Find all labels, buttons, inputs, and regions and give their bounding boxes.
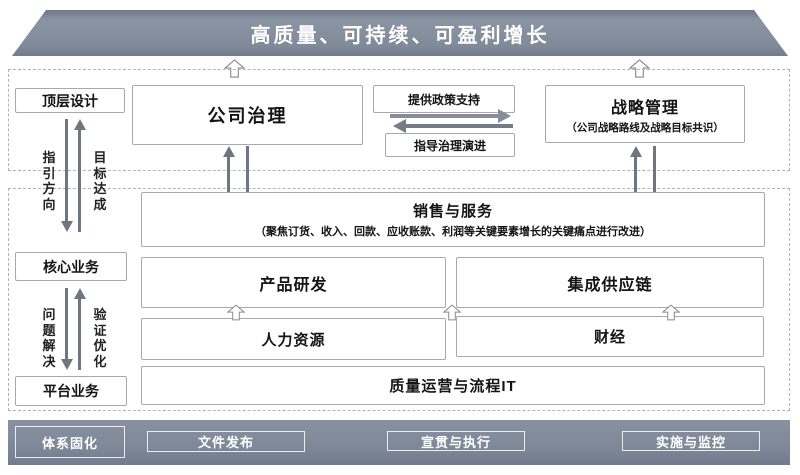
system-consolidation-box: 体系固化	[15, 426, 125, 458]
strategy-sales-up-arrow	[634, 156, 637, 202]
platform-business-label: 平台业务	[43, 383, 99, 399]
sales-service-box: 销售与服务 （聚焦订货、收入、回款、应收账款、利润等关键要素增长的关键痛点进行改…	[141, 192, 765, 247]
governance-label: 公司治理	[207, 106, 288, 126]
policy-support-box: 提供政策支持	[373, 85, 515, 113]
core-business-box: 核心业务	[15, 252, 127, 281]
document-release-label: 文件发布	[197, 435, 254, 450]
up-hollow-arrow-icon	[227, 304, 245, 321]
banner-title: 高质量、可持续、可盈利增长	[250, 24, 550, 47]
guide-evolution-box: 指导治理演进	[385, 133, 515, 157]
finance-box: 财经	[456, 316, 764, 357]
governance-box: 公司治理	[132, 85, 363, 145]
product-rd-box: 产品研发	[141, 257, 446, 308]
core-business-label: 核心业务	[43, 258, 99, 275]
guide-evolution-left-arrow	[406, 124, 513, 128]
guide-direction-down-arrow	[65, 119, 68, 222]
problem-solve-label: 问题解决	[42, 307, 56, 369]
business-section	[8, 188, 790, 411]
supply-chain-box: 集成供应链	[456, 257, 764, 308]
supply-chain-label: 集成供应链	[567, 276, 653, 294]
platform-business-box: 平台业务	[15, 376, 127, 406]
gov-sales-down-arrow	[246, 146, 249, 193]
finance-label: 财经	[593, 329, 626, 346]
document-release-box: 文件发布	[147, 431, 305, 452]
strategy-subtitle: （公司战略路线及战略目标共识）	[566, 121, 724, 134]
implement-monitor-label: 实施与监控	[655, 434, 726, 450]
strategy-label: 战略管理	[610, 99, 679, 117]
problem-solve-down-arrow	[65, 288, 68, 360]
up-hollow-arrow-icon	[629, 59, 650, 78]
strategy-sales-down-arrow	[653, 146, 656, 193]
up-hollow-arrow-icon	[443, 304, 461, 321]
top-design-label: 顶层设计	[42, 92, 98, 109]
policy-support-right-arrow	[390, 114, 498, 118]
guide-direction-label: 指引方向	[42, 150, 56, 212]
sales-service-label: 销售与服务	[412, 203, 493, 220]
top-design-section	[8, 69, 790, 171]
product-rd-label: 产品研发	[259, 276, 328, 294]
guide-evolution-label: 指导治理演进	[413, 138, 486, 153]
growth-banner: 高质量、可持续、可盈利增长	[12, 10, 788, 56]
system-consolidation-label: 体系固化	[41, 435, 98, 451]
promote-execute-label: 宣贯与执行	[420, 434, 491, 450]
goal-achieve-label: 目标达成	[93, 150, 107, 212]
hr-box: 人力资源	[141, 318, 446, 360]
verify-optimize-label: 验证优化	[93, 307, 107, 369]
verify-optimize-up-arrow	[78, 298, 81, 370]
goal-achieve-up-arrow	[78, 129, 81, 232]
consolidation-bar	[8, 420, 790, 465]
quality-it-label: 质量运营与流程IT	[389, 378, 517, 395]
promote-execute-box: 宣贯与执行	[387, 431, 525, 451]
gov-sales-up-arrow	[227, 156, 230, 202]
up-hollow-arrow-icon	[224, 59, 245, 78]
up-hollow-arrow-icon	[662, 304, 680, 321]
hr-label: 人力资源	[261, 331, 326, 349]
quality-it-box: 质量运营与流程IT	[141, 366, 765, 405]
policy-support-label: 提供政策支持	[407, 92, 480, 107]
sales-service-subtitle: （聚焦订货、收入、回款、应收账款、利润等关键要素增长的关键痛点进行改进）	[255, 226, 651, 238]
implement-monitor-box: 实施与监控	[622, 431, 760, 451]
strategy-box: 战略管理 （公司战略路线及战略目标共识）	[545, 85, 745, 143]
top-design-box: 顶层设计	[15, 88, 125, 113]
